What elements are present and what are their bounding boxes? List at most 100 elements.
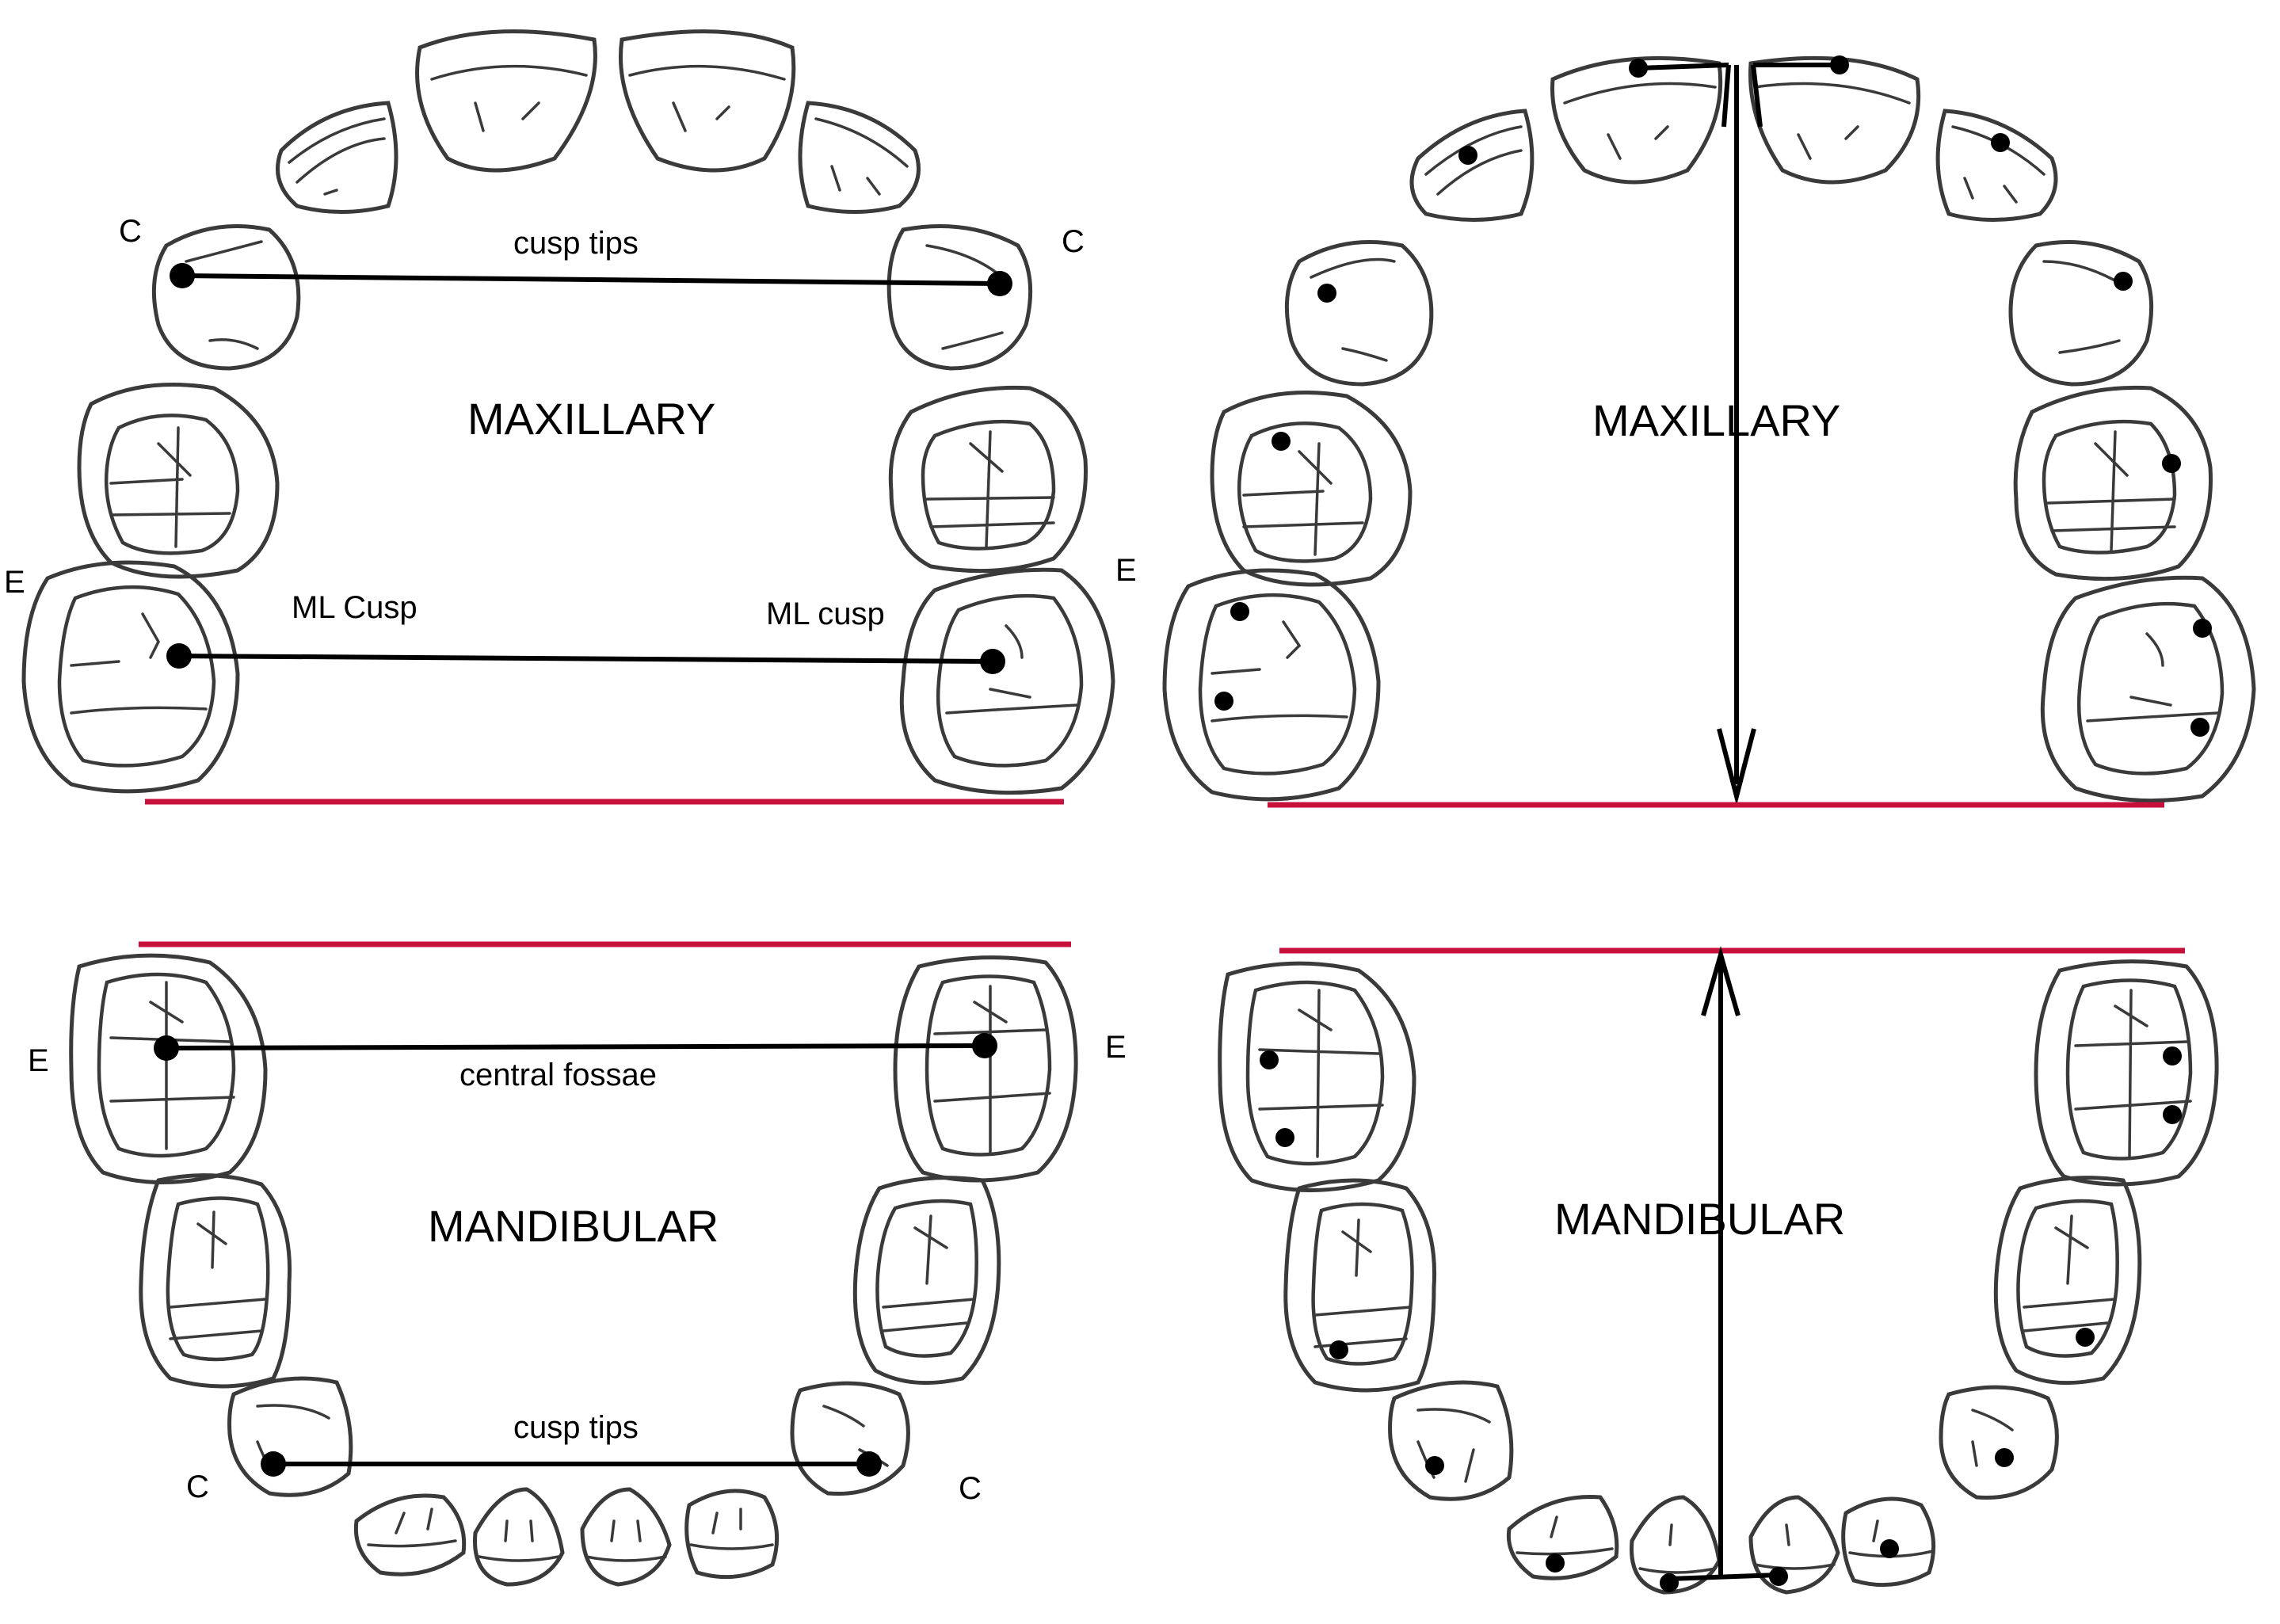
- tooth-lower-second-molar-right-r: [2034, 959, 2219, 1187]
- lower-left-molar-letter: E: [28, 1043, 49, 1078]
- upper-canine-cusp-tips-label: cusp tips: [513, 226, 639, 261]
- tooth-upper-first-molar-right-r: [2013, 385, 2213, 581]
- tooth-upper-lateral-incisor-left: [276, 101, 398, 214]
- tooth-upper-first-molar-right: [888, 385, 1088, 574]
- lower-lateral-right-dot: [1880, 1539, 1899, 1558]
- lower-second-molar-left-db-dot: [1275, 1128, 1294, 1147]
- tooth-upper-lateral-incisor-right-r: [1935, 109, 2058, 222]
- tooth-lower-canine-right: [790, 1381, 910, 1496]
- tooth-upper-canine-left-r: [1284, 240, 1434, 387]
- upper-canine-cusp-tip-left-dot: [170, 263, 195, 288]
- left-maxillary-arch: [21, 29, 1115, 795]
- tooth-upper-second-molar-right: [899, 567, 1115, 795]
- lower-molar-central-fossa-left-dot: [154, 1035, 179, 1061]
- upper-left-ml-cusp-label: ML Cusp: [292, 590, 417, 625]
- tooth-lower-second-molar-left-r: [1218, 961, 1416, 1192]
- upper-lateral-left-dot: [1458, 146, 1477, 165]
- upper-second-molar-left-ml-dot: [1214, 692, 1233, 711]
- tooth-upper-canine-left: [151, 224, 301, 371]
- upper-molar-ml-cusp-left-dot: [166, 643, 192, 669]
- tooth-lower-canine-left-r: [1388, 1380, 1514, 1501]
- left-mandibular-measurements: [154, 1033, 997, 1477]
- tooth-upper-first-molar-left: [77, 383, 280, 579]
- upper-midline-tick-right: [1751, 64, 1763, 128]
- lower-canine-cusp-tips-label: cusp tips: [513, 1410, 639, 1445]
- lower-canine-right-dot: [1995, 1448, 2014, 1467]
- upper-canine-cusp-tip-right-dot: [987, 271, 1012, 296]
- lower-second-molar-right-mb-dot: [2163, 1046, 2182, 1066]
- tooth-upper-lateral-incisor-left-r: [1409, 109, 1535, 222]
- tooth-upper-central-incisor-right: [618, 29, 796, 173]
- tooth-lower-central-incisor-right: [580, 1487, 672, 1587]
- upper-arch-depth-arrowhead: [1717, 728, 1756, 806]
- tooth-lower-first-molar-left-r: [1283, 1178, 1437, 1393]
- tooth-upper-canine-right-r: [2008, 240, 2154, 387]
- left-maxillary-measurements: [145, 263, 1064, 805]
- tooth-upper-lateral-incisor-right: [798, 101, 921, 214]
- tooth-lower-lateral-incisor-right: [684, 1489, 780, 1580]
- tooth-lower-first-molar-right-r: [1993, 1176, 2142, 1386]
- upper-incisor-connector-left: [1638, 63, 1729, 71]
- tooth-lower-lateral-incisor-left: [353, 1493, 467, 1576]
- left-maxillary-arch-label: MAXILLARY: [467, 394, 715, 444]
- upper-left-canine-letter: C: [119, 214, 142, 249]
- tooth-upper-central-incisor-left-r: [1550, 55, 1723, 185]
- tooth-lower-canine-left: [227, 1376, 353, 1497]
- lower-canine-left-dot: [1425, 1456, 1444, 1475]
- lower-central-fossae-label: central fossae: [459, 1058, 657, 1092]
- right-maxillary-arch-label: MAXILLARY: [1592, 395, 1840, 445]
- upper-canine-width-line: [181, 273, 1001, 286]
- upper-midline-tick-left: [1721, 64, 1731, 128]
- lower-first-molar-right-dot: [2076, 1328, 2095, 1347]
- lower-lateral-left-dot: [1546, 1553, 1565, 1573]
- upper-canine-left-dot: [1317, 284, 1336, 303]
- lower-second-molar-right-db-dot: [2163, 1105, 2182, 1124]
- tooth-lower-second-molar-right: [893, 955, 1078, 1183]
- lower-incisor-left-dot: [1660, 1573, 1679, 1592]
- upper-molar-ml-cusp-right-dot: [980, 649, 1005, 674]
- tooth-lower-lateral-incisor-left-r: [1506, 1495, 1619, 1580]
- upper-canine-right-dot: [2114, 272, 2133, 291]
- lower-arch-depth-arrowhead: [1701, 946, 1741, 1016]
- tooth-lower-central-incisor-right-r: [1748, 1495, 1840, 1595]
- tooth-upper-second-molar-left-r: [1162, 568, 1381, 802]
- lower-molar-width-line: [166, 1043, 986, 1050]
- lower-molar-central-fossa-right-dot: [972, 1033, 997, 1058]
- upper-second-molar-left-mb-dot: [1230, 602, 1249, 621]
- lower-right-molar-letter: E: [1105, 1030, 1127, 1065]
- tooth-upper-central-incisor-right-r: [1748, 55, 1921, 185]
- lower-canine-cusp-tip-left-dot: [261, 1451, 286, 1477]
- tooth-lower-canine-right-r: [1939, 1385, 2059, 1500]
- tooth-upper-first-molar-left-r: [1210, 391, 1413, 587]
- tooth-lower-first-molar-left: [139, 1173, 292, 1389]
- tooth-upper-central-incisor-left: [415, 29, 597, 173]
- upper-second-molar-right-ml-dot: [2190, 718, 2209, 737]
- upper-right-ml-cusp-label: ML cusp: [766, 597, 885, 631]
- right-mandibular-landmark-dots: [1260, 1046, 2182, 1592]
- upper-first-molar-left-dot: [1272, 432, 1291, 451]
- left-mandibular-arch-label: MANDIBULAR: [428, 1201, 719, 1251]
- upper-right-canine-letter: C: [1062, 224, 1085, 259]
- lower-incisor-connector: [1668, 1573, 1779, 1581]
- tooth-upper-second-molar-left: [21, 560, 240, 794]
- upper-second-molar-right-mb-dot: [2193, 619, 2212, 638]
- tooth-lower-central-incisor-left: [473, 1487, 565, 1587]
- right-mandibular-arch: [1218, 947, 2219, 1595]
- right-mandibular-arch-label: MANDIBULAR: [1554, 1194, 1845, 1244]
- tooth-lower-second-molar-left: [69, 953, 268, 1184]
- tooth-upper-canine-right: [886, 224, 1033, 371]
- upper-lateral-right-dot: [1991, 133, 2010, 152]
- upper-left-molar-letter: E: [4, 565, 25, 600]
- right-mandibular-depth-measure: [1668, 946, 1779, 1581]
- lower-second-molar-left-mb-dot: [1260, 1050, 1279, 1069]
- upper-molar-width-line: [178, 654, 993, 664]
- lower-right-canine-letter: C: [959, 1471, 982, 1506]
- upper-right-molar-letter: E: [1115, 553, 1137, 588]
- lower-left-canine-letter: C: [186, 1470, 209, 1504]
- right-maxillary-arch: [1162, 55, 2256, 803]
- right-maxillary-depth-measure: [1268, 63, 2164, 808]
- upper-first-molar-right-dot: [2162, 454, 2181, 473]
- tooth-upper-second-molar-right-r: [2040, 575, 2256, 803]
- lower-first-molar-left-dot: [1329, 1340, 1348, 1359]
